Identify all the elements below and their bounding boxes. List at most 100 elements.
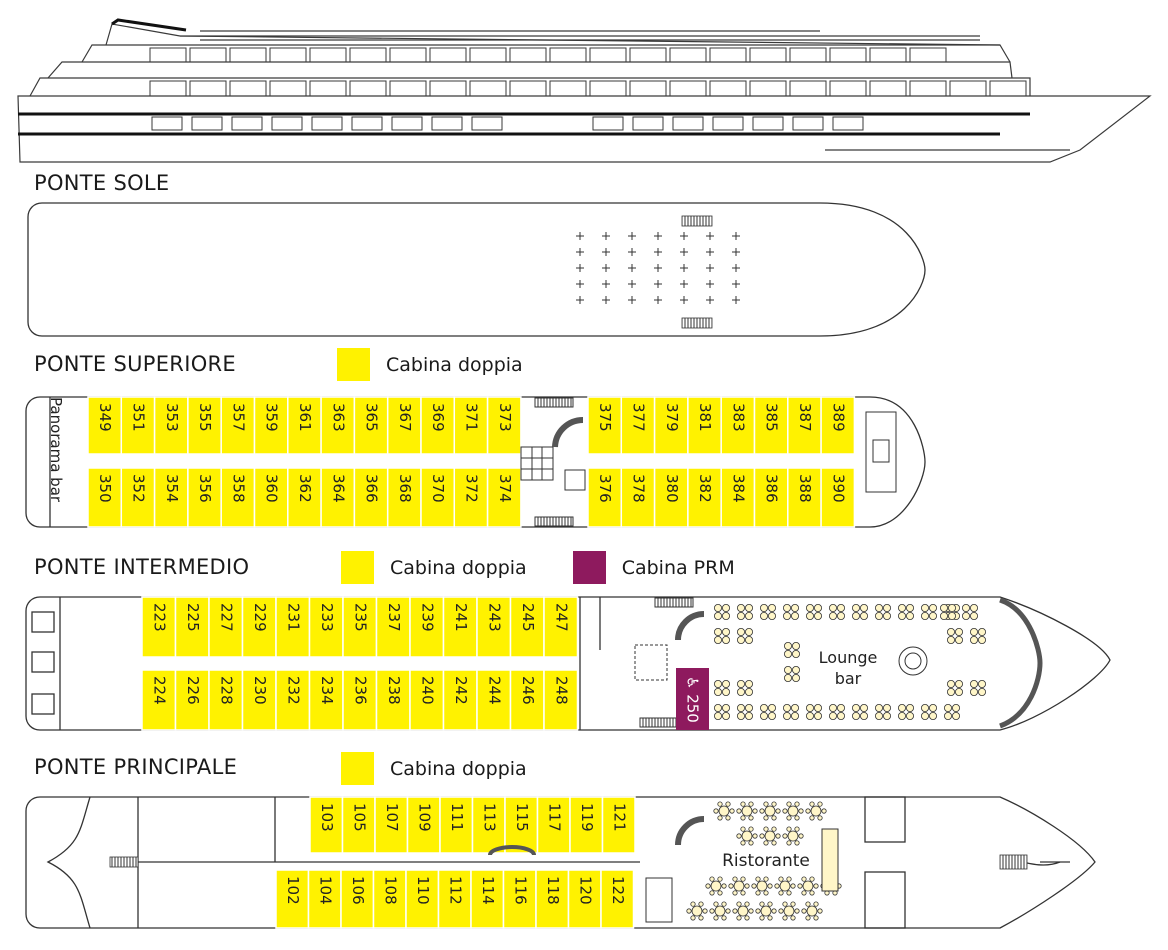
cabin-390[interactable] — [820, 467, 856, 528]
cabin-number-366: 366 — [363, 474, 381, 503]
cabin-number-104: 104 — [316, 876, 334, 905]
cabin-number-240: 240 — [418, 676, 436, 705]
cabin-376[interactable] — [587, 467, 623, 528]
cabin-367[interactable] — [386, 396, 422, 455]
cabin-387[interactable] — [787, 396, 822, 455]
cabin-231[interactable] — [275, 596, 311, 658]
cabin-382[interactable] — [687, 467, 722, 528]
cabin-number-110: 110 — [414, 876, 432, 905]
legend-intermedio: Cabina doppia Cabina PRM — [341, 551, 735, 584]
cabin-116[interactable] — [502, 869, 537, 929]
cabin-number-375: 375 — [596, 403, 614, 432]
lounge-piano-icon — [898, 646, 928, 676]
cabin-number-354: 354 — [163, 474, 181, 503]
cabin-247[interactable] — [543, 596, 579, 658]
cabin-233[interactable] — [308, 596, 344, 658]
cabin-365[interactable] — [353, 396, 389, 455]
cabin-354[interactable] — [153, 467, 189, 528]
cabin-115[interactable] — [504, 796, 539, 854]
cabin-number-238: 238 — [385, 676, 403, 705]
cabin-381[interactable] — [687, 396, 722, 455]
cabin-103[interactable] — [309, 796, 344, 854]
cabin-117[interactable] — [536, 796, 571, 854]
cabin-370[interactable] — [420, 467, 456, 528]
cabin-number-246: 246 — [519, 676, 537, 705]
cabin-number-109: 109 — [415, 803, 433, 832]
cabin-240[interactable] — [409, 669, 445, 731]
cabin-235[interactable] — [342, 596, 378, 658]
cabin-number-368: 368 — [396, 474, 414, 503]
cabin-351[interactable] — [120, 396, 156, 455]
cabin-353[interactable] — [153, 396, 189, 455]
cabin-360[interactable] — [253, 467, 289, 528]
cabin-108[interactable] — [372, 869, 407, 929]
cabin-228[interactable] — [208, 669, 244, 731]
cabin-number-382: 382 — [696, 474, 714, 503]
cabin-378[interactable] — [620, 467, 656, 528]
cabin-356[interactable] — [187, 467, 222, 528]
cabin-122[interactable] — [600, 869, 635, 929]
cabin-223[interactable] — [141, 596, 177, 658]
cabin-109[interactable] — [406, 796, 441, 854]
cabin-number-111: 111 — [448, 803, 466, 832]
cabin-number-359: 359 — [263, 403, 281, 432]
cabin-number-353: 353 — [163, 403, 181, 432]
cabin-350[interactable] — [87, 467, 123, 528]
cabin-number-376: 376 — [596, 474, 614, 503]
cabin-379[interactable] — [653, 396, 689, 455]
deck-sole-sunbeds — [576, 232, 740, 304]
cabin-110[interactable] — [405, 869, 440, 929]
cabin-362[interactable] — [287, 467, 322, 528]
cabin-number-360: 360 — [263, 474, 281, 503]
cabin-226[interactable] — [174, 669, 210, 731]
cabin-388[interactable] — [787, 467, 822, 528]
cabin-number-370: 370 — [429, 474, 447, 503]
cabin-373[interactable] — [486, 396, 522, 455]
cabin-102[interactable] — [275, 869, 310, 929]
cabin-244[interactable] — [476, 669, 512, 731]
cabin-243[interactable] — [476, 596, 512, 658]
cabin-386[interactable] — [753, 467, 789, 528]
cabin-106[interactable] — [340, 869, 375, 929]
cabin-number-236: 236 — [351, 676, 369, 705]
cabin-229[interactable] — [241, 596, 277, 658]
cabin-118[interactable] — [535, 869, 570, 929]
cabin-105[interactable] — [341, 796, 376, 854]
lounge-bar-label-1: Lounge — [819, 648, 878, 667]
legend-swatch-double — [341, 551, 374, 584]
cabin-number-122: 122 — [609, 876, 627, 905]
cabin-238[interactable] — [375, 669, 411, 731]
cabin-246[interactable] — [509, 669, 545, 731]
cabin-112[interactable] — [437, 869, 472, 929]
cabin-number-389: 389 — [829, 403, 847, 432]
cabin-104[interactable] — [307, 869, 342, 929]
cabin-380[interactable] — [653, 467, 689, 528]
cabin-364[interactable] — [320, 467, 356, 528]
cabin-119[interactable] — [569, 796, 604, 854]
cabin-number-118: 118 — [544, 876, 562, 905]
cabin-361[interactable] — [287, 396, 322, 455]
cabin-number-112: 112 — [446, 876, 464, 905]
cabin-230[interactable] — [241, 669, 277, 731]
cabin-248[interactable] — [543, 669, 579, 731]
cabin-355[interactable] — [187, 396, 222, 455]
cabin-234[interactable] — [308, 669, 344, 731]
cabin-366[interactable] — [353, 467, 389, 528]
deck-superiore-hull — [25, 396, 926, 528]
cabin-224[interactable] — [141, 669, 177, 731]
cabin-number-352: 352 — [129, 474, 147, 503]
cabin-239[interactable] — [409, 596, 445, 658]
cabin-number-356: 356 — [196, 474, 214, 503]
cabin-242[interactable] — [442, 669, 478, 731]
cabin-352[interactable] — [120, 467, 156, 528]
legend-superiore: Cabina doppia — [337, 348, 523, 381]
cabin-374[interactable] — [486, 467, 522, 528]
cabin-369[interactable] — [420, 396, 456, 455]
cabin-121[interactable] — [601, 796, 636, 854]
cabin-372[interactable] — [453, 467, 489, 528]
cabin-389[interactable] — [820, 396, 856, 455]
cabin-prm-250[interactable] — [676, 668, 709, 730]
cabin-number-239: 239 — [418, 603, 436, 632]
cabin-number-373: 373 — [496, 403, 514, 432]
lounge-bar-label-2: bar — [835, 669, 862, 688]
